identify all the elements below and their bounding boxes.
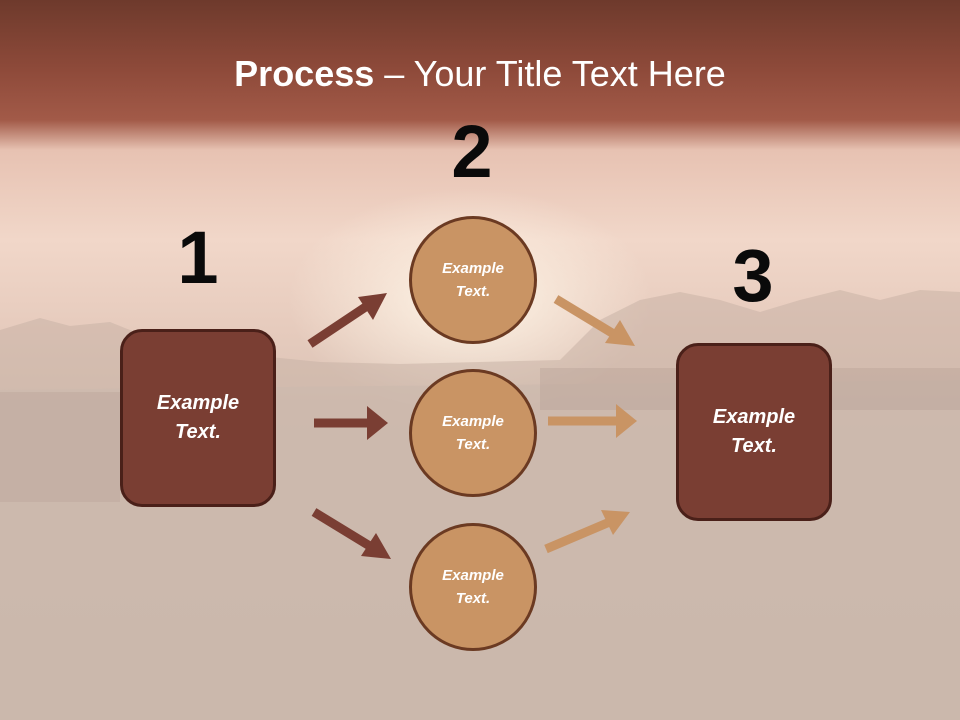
arrow-box1-to-circle-middle: [314, 406, 388, 440]
circle-bottom-text: Example Text.: [442, 567, 504, 607]
arrow-circle-bottom-to-box3: [544, 510, 630, 554]
step-box-1-text: Example Text.: [156, 392, 240, 443]
circle-middle: Example Text.: [409, 369, 537, 497]
step-box-3: Example Text.: [676, 343, 832, 521]
step-box-3-text: Example Text.: [712, 406, 796, 457]
circle-middle-text: Example Text.: [442, 413, 504, 453]
step-number-3: 3: [732, 234, 774, 317]
step-number-1: 1: [177, 216, 219, 299]
arrow-box1-to-circle-bottom: [311, 508, 391, 559]
circle-top-text: Example Text.: [442, 260, 504, 300]
circle-top: Example Text.: [409, 216, 537, 344]
step-number-2: 2: [451, 110, 493, 193]
slide-title: Process – Your Title Text Here: [0, 52, 960, 96]
arrow-circle-middle-to-box3: [548, 404, 637, 438]
arrow-circle-top-to-box3: [553, 295, 635, 346]
title-rest: – Your Title Text Here: [374, 53, 726, 94]
arrow-box1-to-circle-top: [307, 293, 387, 348]
step-box-1: Example Text.: [120, 329, 276, 507]
circle-bottom: Example Text.: [409, 523, 537, 651]
title-bold: Process: [234, 53, 375, 94]
